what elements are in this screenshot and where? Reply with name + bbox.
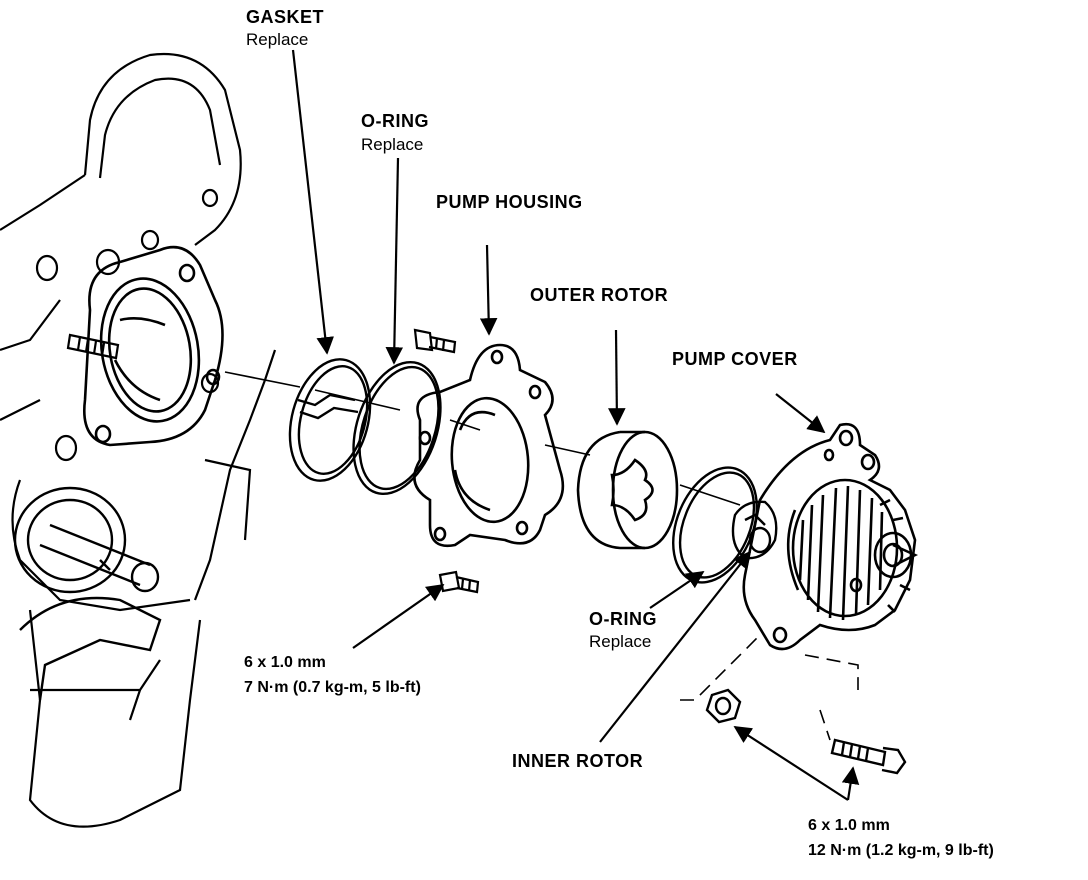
housing-bolt-top <box>413 328 457 354</box>
bolt-small-arrow <box>352 583 445 649</box>
outer-rotor-arrow <box>608 329 626 426</box>
o-ring-top-label: O-RING <box>361 111 429 131</box>
outer-rotor-label: OUTER ROTOR <box>530 285 669 305</box>
pump-cover-part <box>742 422 919 651</box>
assembly-axis-line <box>224 371 741 506</box>
leader-arrows <box>291 49 860 801</box>
cover-flange-bolt <box>830 738 907 775</box>
o-ring-top-part <box>352 360 442 496</box>
inner-rotor-arrow <box>599 550 752 743</box>
gasket-label: GASKET <box>246 7 325 27</box>
bolt-small-torque: 7 N·m (0.7 kg-m, 5 lb-ft) <box>244 679 421 696</box>
block-stud <box>66 333 120 360</box>
bolt-large-torque: 12 N·m (1.2 kg-m, 9 lb-ft) <box>808 842 994 859</box>
bolt-large-bolt-arrow <box>841 766 860 801</box>
o-ring-bottom-note: Replace <box>589 632 652 651</box>
pump-housing-part <box>413 343 565 548</box>
housing-bolt-bottom <box>438 570 480 594</box>
o-ring-bottom-label: O-RING <box>589 609 657 629</box>
engine-block <box>0 52 277 828</box>
inner-rotor-part <box>731 500 778 560</box>
gasket-part <box>288 358 372 482</box>
outer-rotor-part <box>576 430 679 550</box>
cover-flange-nut <box>705 688 742 724</box>
inner-rotor-label: INNER ROTOR <box>512 751 644 771</box>
pump-housing-label: PUMP HOUSING <box>436 192 583 212</box>
pump-housing-arrow <box>479 244 498 336</box>
o-ring-top-arrow <box>385 157 404 365</box>
gasket-arrow <box>291 49 334 355</box>
bolt-large-size: 6 x 1.0 mm <box>808 817 890 834</box>
bolt-small-size: 6 x 1.0 mm <box>244 654 326 671</box>
crankshaft <box>13 486 162 701</box>
dashed-guide-lines <box>680 634 859 741</box>
gasket-note: Replace <box>246 30 309 49</box>
pump-cover-arrow <box>775 393 826 434</box>
o-ring-top-note: Replace <box>361 135 424 154</box>
bolt-large-nut-arrow <box>733 726 849 801</box>
o-ring-bottom-arrow <box>649 571 705 609</box>
block-mounting-flange <box>83 245 224 447</box>
pump-cover-label: PUMP COVER <box>672 349 798 369</box>
